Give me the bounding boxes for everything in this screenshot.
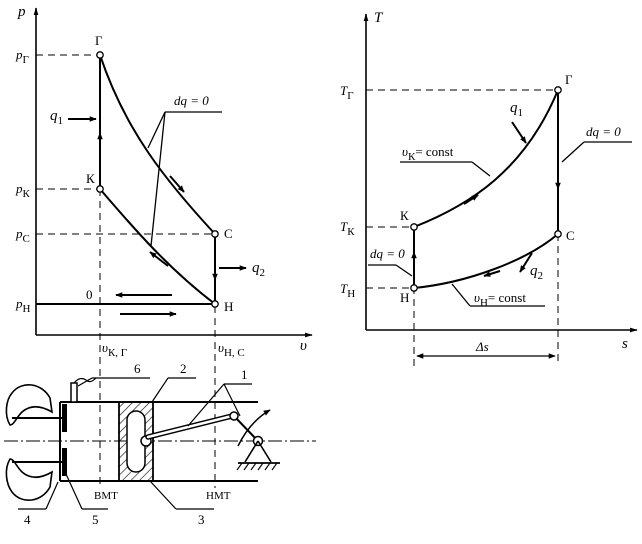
leader-2 xyxy=(151,377,169,403)
ts-vN-label: υН= const xyxy=(474,290,526,309)
crank-support-right xyxy=(257,440,272,463)
ts-tick-TG: TГ xyxy=(340,83,354,102)
pv-point-N-label: Н xyxy=(224,299,233,314)
ground-hatch xyxy=(236,462,278,471)
ts-point-N-label: Н xyxy=(400,290,409,305)
pv-point-G xyxy=(96,51,104,59)
ts-vN-leader xyxy=(451,283,471,307)
ts-point-G-label: Г xyxy=(565,72,573,87)
ts-isochore-upper xyxy=(413,89,559,228)
ts-guides xyxy=(366,89,559,366)
ts-dq-left-label: dq = 0 xyxy=(370,246,405,261)
leader-1 xyxy=(187,383,225,427)
pv-point-K xyxy=(96,185,104,193)
ts-axis-x-label: s xyxy=(622,336,628,352)
pv-dq-leader-2 xyxy=(150,111,166,247)
ts-q1-label: q1 xyxy=(510,100,523,119)
pv-point-N xyxy=(211,300,219,308)
ts-dq-right-leader xyxy=(561,141,585,163)
bottom-dead-centre-label: НМТ xyxy=(206,490,231,502)
spark-plug xyxy=(70,382,78,403)
ts-dq-left-leader xyxy=(395,264,413,277)
connecting-rod-inner xyxy=(146,414,234,439)
pv-tick-vNC: υН, С xyxy=(218,340,245,359)
crank-support-left xyxy=(244,440,259,463)
leader-6 xyxy=(77,377,93,387)
part-number-4: 4 xyxy=(24,512,31,527)
exhaust-pipe xyxy=(5,458,54,501)
pv-arrow-expansion xyxy=(169,175,185,193)
pv-dq-leader-1 xyxy=(147,111,166,149)
leader-3 xyxy=(149,480,177,510)
ts-point-K xyxy=(410,223,418,231)
ts-arrow-lower xyxy=(483,270,501,277)
ts-tick-TN: TН xyxy=(340,281,355,300)
pv-expansion-curve xyxy=(99,54,216,235)
pv-point-C xyxy=(211,230,219,238)
ts-tick-TK: TК xyxy=(340,219,355,238)
pv-point-G-label: Г xyxy=(95,33,103,48)
ts-dq-right-label: dq = 0 xyxy=(586,124,621,139)
ts-diagram: T s TГ TК TН q1 q2 dq = 0 xyxy=(340,10,638,366)
engine-schematic: 1 2 3 4 5 6 ВМТ НМТ xyxy=(4,361,316,527)
part-number-2: 2 xyxy=(180,361,187,376)
pv-q1-label: q1 xyxy=(50,108,63,127)
pv-dq-label: dq = 0 xyxy=(174,93,209,108)
ts-point-N xyxy=(410,284,418,292)
leader-4 xyxy=(45,481,59,510)
part-number-3: 3 xyxy=(198,512,205,527)
part-number-5: 5 xyxy=(92,512,99,527)
pv-point-zero-label: 0 xyxy=(86,287,93,302)
leader-5 xyxy=(65,473,83,510)
ts-vK-leader xyxy=(471,161,491,177)
ts-delta-s-label: Δs xyxy=(475,339,489,354)
pv-tick-pN: pН xyxy=(15,296,31,315)
part-number-1: 1 xyxy=(241,367,248,382)
valve-head-exhaust xyxy=(62,448,67,476)
ts-isochore-lower xyxy=(413,233,559,289)
ts-q2-arrow xyxy=(519,252,533,273)
crank-joint xyxy=(229,411,239,421)
pv-diagram: p υ pГ pК pС pН υК, Г υН, С xyxy=(15,4,313,488)
pv-axis-x-label: υ xyxy=(300,338,307,354)
ts-point-C-label: С xyxy=(566,228,575,243)
intake-pipe xyxy=(5,384,54,426)
pv-tick-pG: pГ xyxy=(15,47,29,66)
pv-tick-pK: pК xyxy=(15,181,31,200)
pv-tick-pC: pС xyxy=(15,226,30,245)
top-dead-centre-label: ВМТ xyxy=(94,490,118,502)
spark-plug-wire xyxy=(73,377,97,384)
pv-compression-curve xyxy=(99,188,216,305)
ts-arrow-upper xyxy=(463,194,479,205)
ts-point-G xyxy=(554,86,562,94)
ts-point-C xyxy=(554,230,562,238)
ts-q1-arrow xyxy=(511,121,527,144)
pv-tick-vKG: υК, Г xyxy=(102,340,127,359)
part-number-6: 6 xyxy=(134,361,141,376)
pv-q2-label: q2 xyxy=(252,260,265,279)
pv-arrow-compression xyxy=(149,251,169,267)
ts-axis-y-label: T xyxy=(374,10,384,26)
leader-1b xyxy=(223,383,241,417)
pv-axis-y-label: p xyxy=(17,4,26,20)
pv-point-K-label: К xyxy=(86,171,95,186)
ts-vK-label: υК= const xyxy=(402,144,454,163)
pv-point-C-label: С xyxy=(224,226,233,241)
crank-arm xyxy=(233,415,259,442)
valve-head-intake xyxy=(62,404,67,432)
rotation-arrow xyxy=(237,409,271,447)
ts-q2-label: q2 xyxy=(530,263,543,282)
ts-point-K-label: К xyxy=(400,208,409,223)
